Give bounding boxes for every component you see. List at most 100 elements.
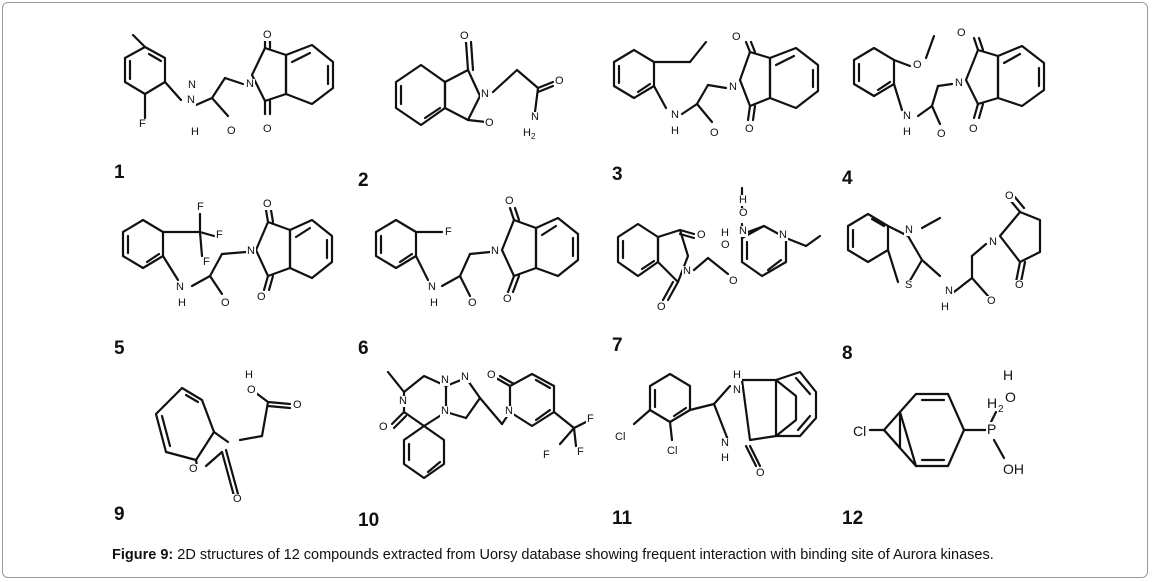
c1-atom-N-ring: N bbox=[245, 78, 255, 90]
c3-atom-O-bottom: O bbox=[744, 123, 755, 135]
c7-atom-O-2: O bbox=[720, 239, 731, 251]
c4-atom-O: O bbox=[936, 128, 947, 140]
c12-atom-H: H bbox=[1002, 367, 1015, 383]
compound-number-2: 2 bbox=[358, 170, 369, 191]
c12-atom-OH: OH bbox=[1002, 461, 1025, 477]
c2-atom-O-bottom: O bbox=[484, 117, 495, 129]
c2-atom-H2: H2 bbox=[522, 127, 537, 143]
c3-atom-H: H bbox=[670, 125, 680, 137]
compound-12-structure bbox=[868, 392, 1006, 468]
c10-atom-N-3: N bbox=[440, 405, 450, 417]
compound-number-4: 4 bbox=[842, 168, 853, 189]
c6-atom-F: F bbox=[444, 226, 453, 238]
c7-atom-O-top: O bbox=[696, 229, 707, 241]
c9-atom-O-lactone: O bbox=[232, 493, 243, 505]
c10-atom-O: O bbox=[378, 421, 389, 433]
c1-atom-F: F bbox=[138, 118, 147, 130]
figure-caption: Figure 9: 2D structures of 12 compounds … bbox=[112, 547, 1112, 563]
c8-atom-O-top: O bbox=[1004, 190, 1015, 202]
compound-number-10: 10 bbox=[358, 510, 380, 531]
c8-atom-N: N bbox=[944, 285, 954, 297]
c3-atom-O: O bbox=[709, 127, 720, 139]
c7-atom-N: N bbox=[682, 265, 692, 277]
c5-atom-F-bottom: F bbox=[202, 256, 211, 268]
c4-atom-N-ring: N bbox=[954, 77, 964, 89]
compound-3-structure bbox=[612, 40, 820, 124]
c8-atom-N-ring: N bbox=[904, 224, 914, 236]
c11-atom-Cl-2: Cl bbox=[666, 445, 679, 457]
c1-atom-NH-N: N bbox=[186, 94, 196, 106]
compound-9-structure bbox=[154, 386, 292, 498]
c6-atom-N: N bbox=[427, 281, 437, 293]
c11-atom-O: O bbox=[755, 467, 766, 479]
c4-atom-O-bottom: O bbox=[968, 123, 979, 135]
c2-atom-O-top: O bbox=[459, 30, 470, 42]
c2-atom-O-amide: O bbox=[554, 75, 565, 87]
compound-6-structure bbox=[374, 206, 580, 298]
compound-number-1: 1 bbox=[114, 162, 125, 183]
c10-atom-N-pyridone: N bbox=[504, 405, 514, 417]
c5-atom-F-top: F bbox=[196, 201, 205, 213]
c10-atom-N-2: N bbox=[460, 371, 470, 383]
c5-atom-O: O bbox=[220, 297, 231, 309]
c11-atom-N-bottom: N bbox=[720, 437, 730, 449]
c7-atom-N-nitro: N bbox=[738, 225, 748, 237]
c1-atom-H: H bbox=[190, 126, 200, 138]
c5-atom-N-ring: N bbox=[246, 245, 256, 257]
c8-atom-O-bottom: O bbox=[1014, 279, 1025, 291]
c12-atom-H2O-subscript: 2 bbox=[997, 404, 1005, 415]
compound-number-9: 9 bbox=[114, 504, 125, 525]
compound-11-structure bbox=[632, 370, 818, 468]
compound-7-structure bbox=[616, 186, 822, 302]
c5-atom-O-bottom: O bbox=[256, 291, 267, 303]
c7-atom-O-bottom: O bbox=[656, 301, 667, 313]
c6-atom-N-ring: N bbox=[490, 245, 500, 257]
c11-atom-H-top: H bbox=[732, 369, 742, 381]
c3-atom-O-top: O bbox=[731, 31, 742, 43]
c6-atom-H: H bbox=[429, 297, 439, 309]
c10-atom-F-right: F bbox=[586, 413, 595, 425]
compound-4-structure bbox=[852, 34, 1046, 126]
c7-atom-O-1: O bbox=[738, 207, 749, 219]
compound-number-8: 8 bbox=[842, 343, 853, 364]
c9-atom-O-ring: O bbox=[188, 463, 199, 475]
compound-5-structure bbox=[121, 208, 334, 296]
caption-text: 2D structures of 12 compounds extracted … bbox=[173, 547, 994, 563]
compound-number-7: 7 bbox=[612, 335, 623, 356]
c8-atom-H: H bbox=[940, 301, 950, 313]
c4-atom-N: N bbox=[902, 110, 912, 122]
c8-atom-N-succinimide: N bbox=[988, 236, 998, 248]
compound-10-structure bbox=[386, 370, 588, 480]
c3-atom-N: N bbox=[670, 109, 680, 121]
c7-atom-H-left: H bbox=[720, 227, 730, 239]
c12-atom-P: P bbox=[986, 421, 998, 437]
c7-atom-N-pyridine: N bbox=[778, 229, 788, 241]
c6-atom-O-top: O bbox=[504, 195, 515, 207]
c9-atom-O-carbonyl: O bbox=[292, 399, 303, 411]
c5-atom-N: N bbox=[175, 281, 185, 293]
c10-atom-O-pyridone: O bbox=[486, 369, 497, 381]
c12-atom-H2O-O: O bbox=[1004, 389, 1017, 405]
c8-atom-O: O bbox=[986, 295, 997, 307]
compound-number-5: 5 bbox=[114, 338, 125, 359]
c11-atom-H-bottom: H bbox=[720, 452, 730, 464]
c1-atom-O-bottom: O bbox=[262, 123, 273, 135]
compound-1-structure bbox=[123, 33, 335, 120]
compound-2-structure bbox=[394, 40, 555, 127]
c6-atom-O: O bbox=[467, 297, 478, 309]
compound-number-12: 12 bbox=[842, 508, 864, 529]
c4-atom-O-methoxy: O bbox=[912, 59, 923, 71]
c3-atom-N-ring: N bbox=[728, 81, 738, 93]
c11-atom-Cl-1: Cl bbox=[614, 431, 627, 443]
c5-atom-O-top: O bbox=[262, 198, 273, 210]
c11-atom-N-top: N bbox=[732, 384, 742, 396]
c10-atom-F-bottom: F bbox=[576, 446, 585, 458]
c7-atom-H-top: H bbox=[738, 194, 748, 206]
c6-atom-O-bottom: O bbox=[502, 293, 513, 305]
caption-label: Figure 9: bbox=[112, 547, 174, 563]
c5-atom-H: H bbox=[177, 297, 187, 309]
c12-atom-Cl: Cl bbox=[852, 423, 868, 439]
c8-atom-S: S bbox=[904, 279, 914, 291]
compound-number-6: 6 bbox=[358, 338, 369, 359]
